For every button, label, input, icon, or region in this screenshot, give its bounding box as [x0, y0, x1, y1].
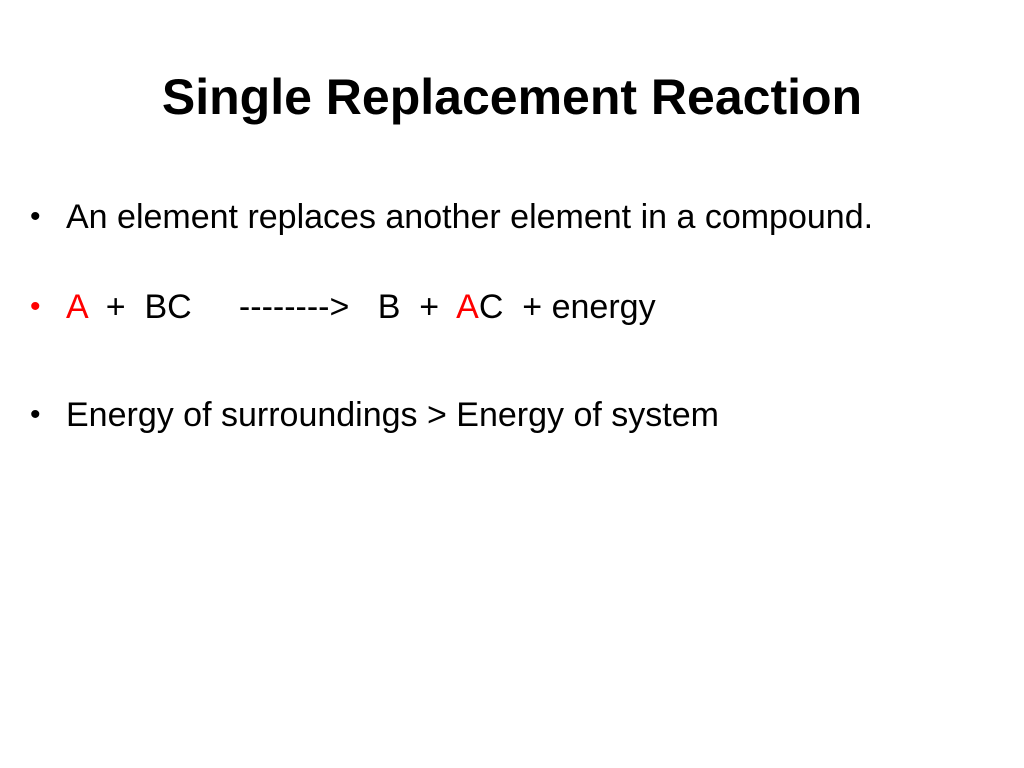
bullet-text: Energy of surroundings > Energy of syste…: [66, 396, 719, 434]
bullet-text: An element replaces another element in a…: [66, 198, 874, 236]
bullet-icon: •: [30, 200, 41, 233]
plus-sign: +: [400, 288, 457, 326]
product-b: B: [377, 288, 401, 326]
reactant-a: A: [66, 288, 87, 326]
plus-sign: +: [86, 288, 145, 326]
bullet-icon: •: [30, 398, 41, 431]
reactant-bc: BC: [144, 288, 192, 326]
product-c: C: [478, 288, 504, 326]
bullet-item-energy: • Energy of surroundings > Energy of sys…: [28, 388, 988, 442]
bullet-item-definition: • An element replaces another element in…: [28, 190, 988, 244]
bullet-item-equation: • A + BC --------> B + AC + energy: [28, 280, 988, 334]
plus-sign: +: [503, 288, 552, 326]
energy-term: energy: [551, 288, 656, 326]
bullet-list: • An element replaces another element in…: [28, 190, 988, 442]
product-a: A: [456, 288, 479, 326]
reaction-arrow: -------->: [191, 288, 378, 326]
bullet-icon: •: [30, 290, 41, 323]
slide-title: Single Replacement Reaction: [161, 69, 863, 125]
